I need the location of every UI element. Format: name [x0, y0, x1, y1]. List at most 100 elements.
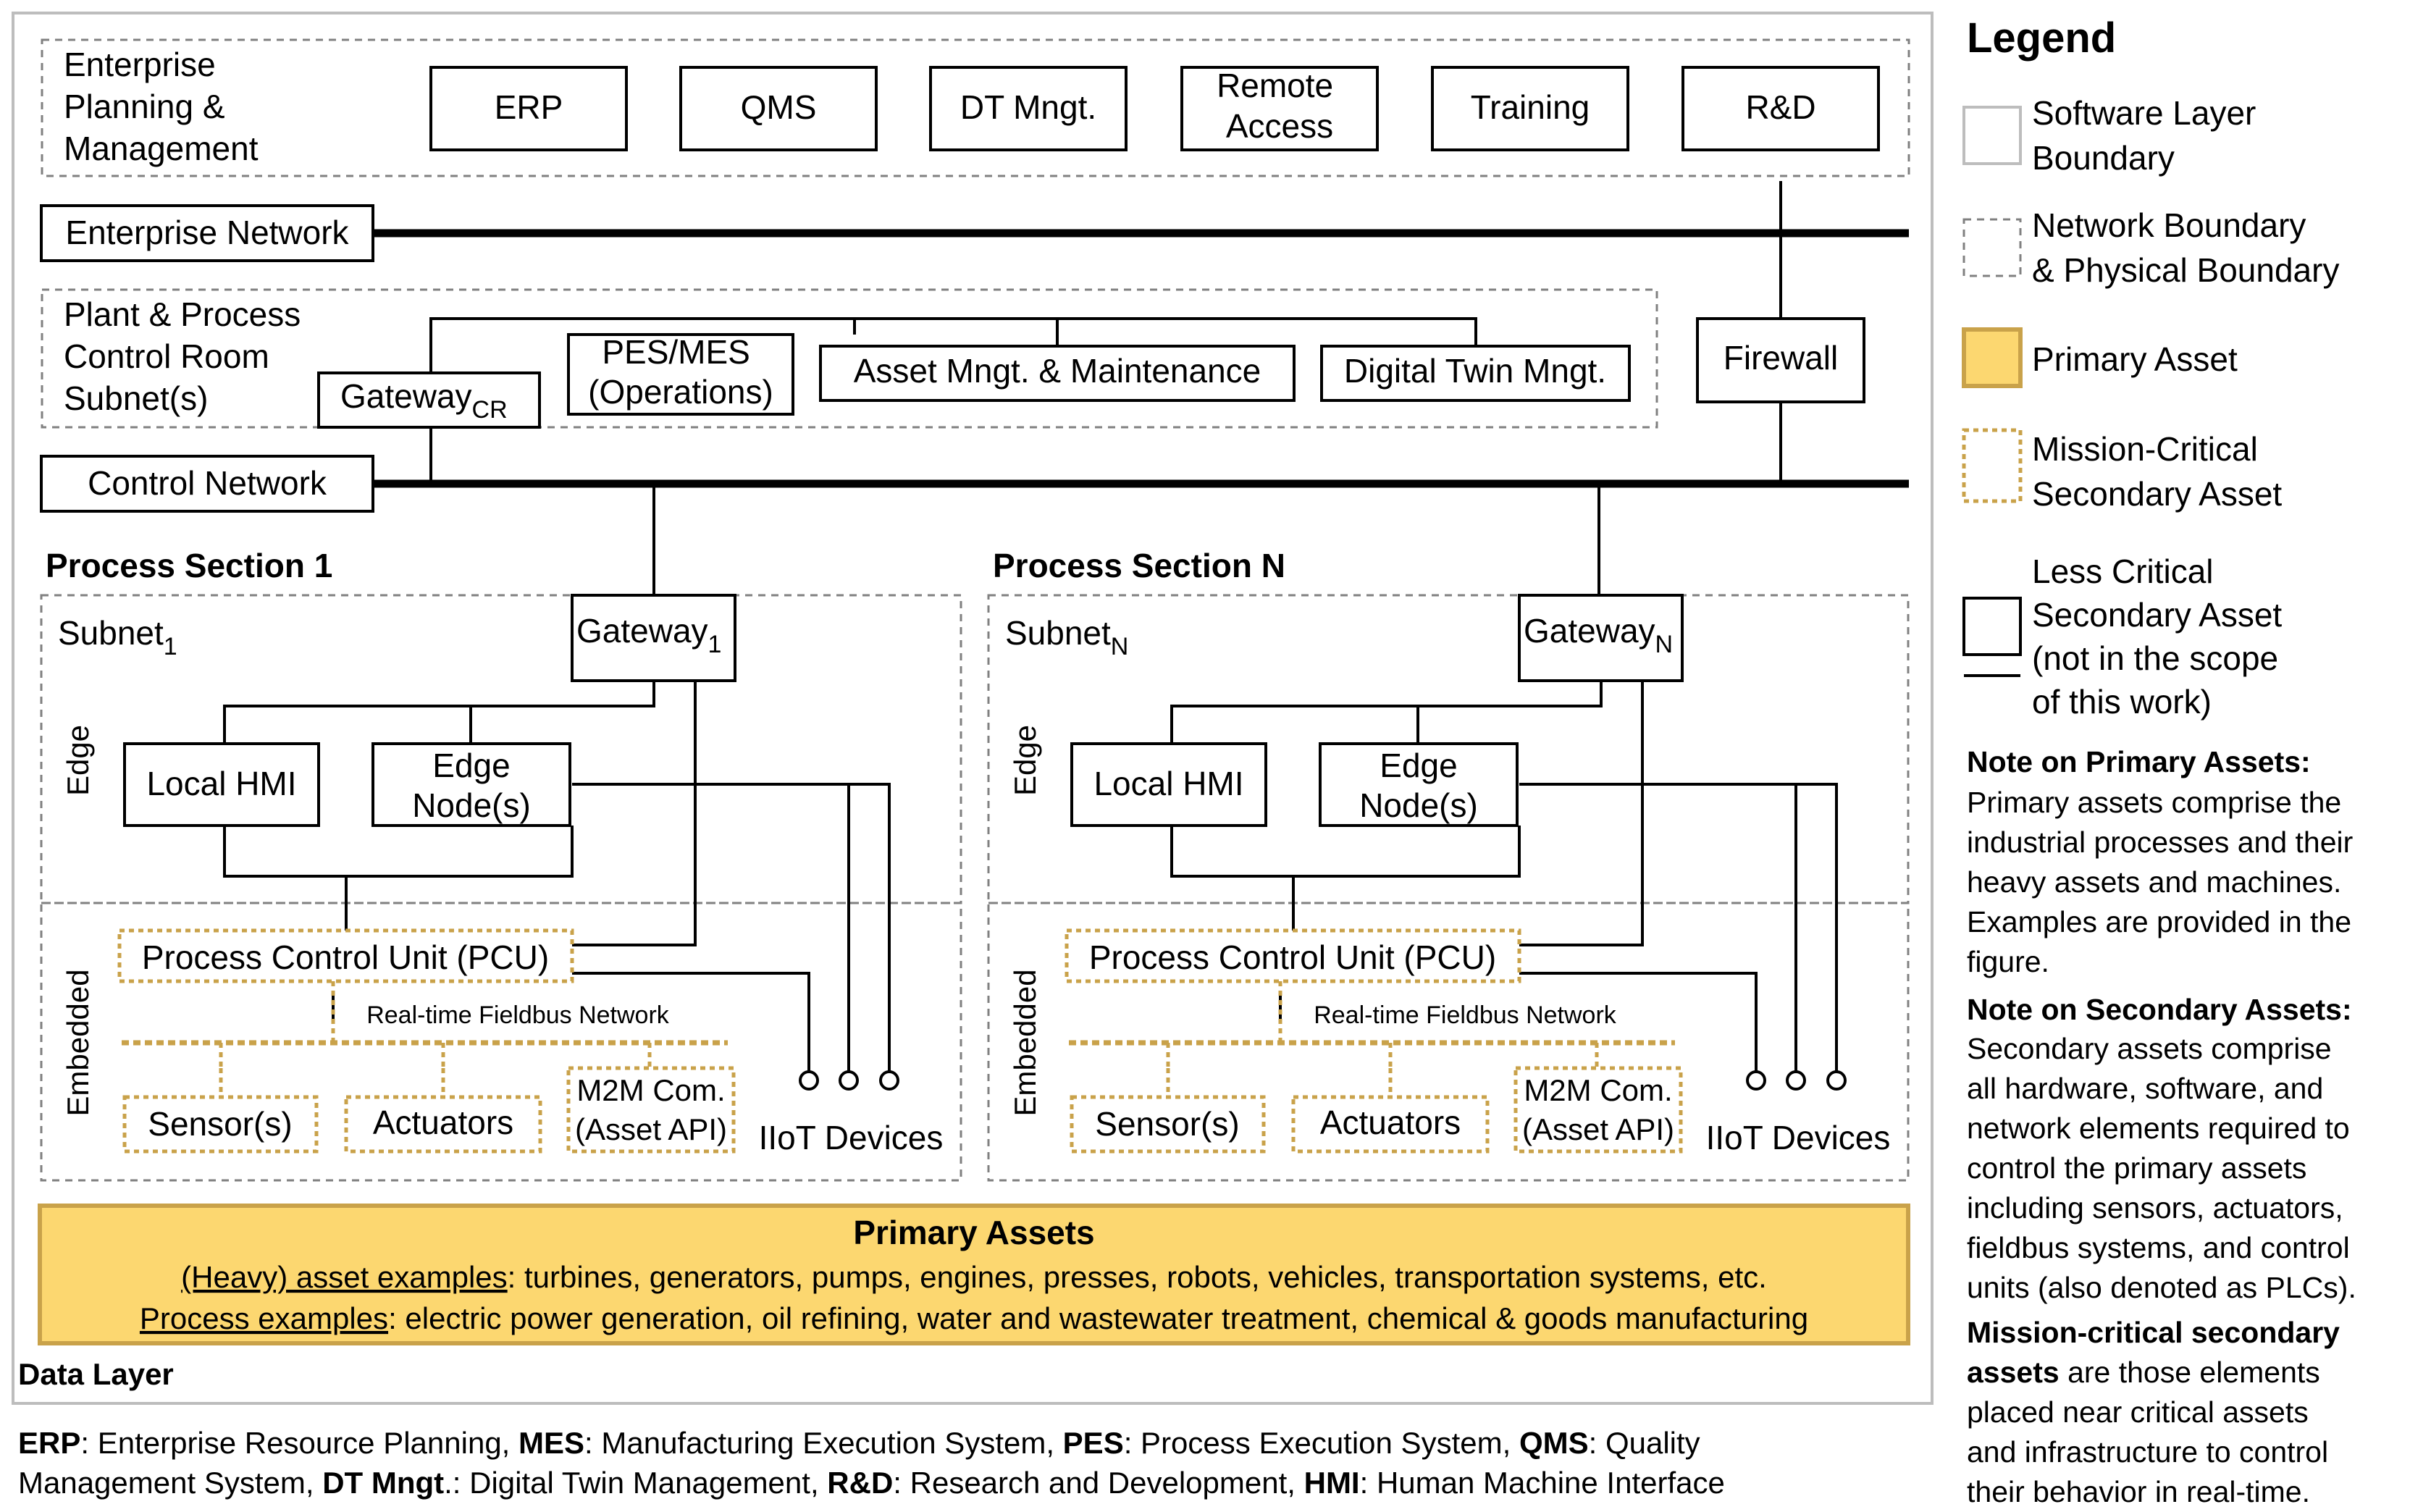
iiot-device-icon [1786, 1070, 1806, 1091]
legend-software-boundary-label: Software Layer Boundary [2032, 94, 2265, 177]
note-mission-critical: Mission-critical secondary assets are th… [1967, 1316, 2348, 1508]
gateway-cr-label: GatewayCR [340, 377, 508, 424]
edge-label: Edge [1008, 725, 1042, 796]
legend-mission-critical-swatch [1962, 428, 2023, 503]
remote-access-label: Remote Access [1217, 67, 1343, 145]
iiot-device-icon [799, 1070, 819, 1091]
embedded-boundary [987, 902, 1910, 1182]
firewall-label: Firewall [1723, 339, 1838, 377]
pcu-label: Process Control Unit (PCU) [1089, 938, 1496, 976]
training-box [1431, 66, 1629, 151]
enterprise-boundary [41, 38, 1910, 177]
enterprise-network-box [40, 204, 374, 262]
legend-network-boundary-swatch [1962, 218, 2022, 277]
asset-mngt-label: Asset Mngt. & Maintenance [854, 352, 1261, 390]
process-section-title: Process Section N [993, 547, 1285, 584]
local-hmi-box [1070, 742, 1267, 827]
m2m-box [1513, 1066, 1683, 1154]
control-network-box [40, 455, 374, 513]
pcu-box [1065, 928, 1521, 983]
section-link-7 [1519, 972, 1758, 1072]
qms-box [679, 66, 878, 151]
iiot-device-icon [839, 1070, 859, 1091]
rnd-label: R&D [1745, 88, 1815, 126]
gateway-label: GatewayN [1524, 612, 1673, 658]
subnet-label: SubnetN [1005, 614, 1128, 660]
enterprise-label: Enterprise Planning & Management [64, 46, 259, 167]
iiot-devices-label: IIoT Devices [1706, 1119, 1891, 1156]
note-primary-text: Primary assets comprise the industrial p… [1967, 786, 2361, 978]
pes-mes-label: PES/MES (Operations) [588, 333, 773, 411]
section-link-4 [1519, 681, 1644, 946]
qms-label: QMS [741, 88, 817, 126]
fieldbus-label: Real-time Fieldbus Network [366, 1001, 670, 1029]
asset-mngt-box [819, 345, 1296, 402]
abbreviations-line-2: Management System, DT Mngt.: Digital Twi… [18, 1466, 1725, 1500]
digital-twin-label: Digital Twin Mngt. [1344, 352, 1606, 390]
sensors-box [122, 1095, 319, 1154]
m2m-label: M2M Com.(Asset API) [575, 1073, 727, 1146]
section-link-7 [572, 972, 810, 1072]
plant-control-room-boundary [41, 288, 1658, 429]
m2m-box [566, 1066, 736, 1154]
local-hmi-box [123, 742, 320, 827]
local-hmi-label: Local HMI [1093, 765, 1243, 802]
sensors-label: Sensor(s) [148, 1105, 292, 1143]
m2m-label: M2M Com.(Asset API) [1522, 1073, 1674, 1146]
note-secondary-text: Secondary assets comprise all hardware, … [1967, 1032, 2358, 1304]
section-link-0 [1170, 681, 1603, 744]
gateway-box [1518, 594, 1684, 682]
heavy-asset-examples: (Heavy) asset examples: turbines, genera… [181, 1260, 1767, 1294]
note-secondary-title: Note on Secondary Assets: [1967, 993, 2352, 1026]
digital-twin-box [1320, 345, 1631, 402]
fieldbus-label: Real-time Fieldbus Network [1314, 1001, 1617, 1029]
abbreviations-line-1: ERP: Enterprise Resource Planning, MES: … [18, 1426, 1700, 1460]
note-primary-title: Note on Primary Assets: [1967, 745, 2311, 778]
dt-mngt-box [929, 66, 1128, 151]
software-layer-boundary [12, 12, 1934, 1405]
primary-assets-title: Primary Assets [853, 1214, 1094, 1251]
gateway-label: Gateway1 [576, 612, 721, 658]
section-link-5 [572, 783, 891, 1072]
process-section-title: Process Section 1 [46, 547, 332, 584]
legend-mission-critical-label: Mission-Critical Secondary Asset [2032, 430, 2282, 513]
legend-less-critical-label: Less Critical Secondary Asset (not in th… [2032, 553, 2291, 721]
section-link-0 [223, 681, 655, 744]
section-link-2 [223, 826, 574, 878]
section-link-4 [572, 681, 697, 946]
rnd-box [1681, 66, 1880, 151]
sensors-label: Sensor(s) [1095, 1105, 1239, 1143]
actuators-box [344, 1095, 542, 1154]
embedded-label: Embedded [1008, 969, 1042, 1116]
local-hmi-label: Local HMI [146, 765, 296, 802]
edge-node-box [1319, 742, 1519, 827]
pes-mes-box [567, 333, 794, 416]
process-section-1: Process Section 1Subnet1EdgeEmbeddedGate… [40, 547, 962, 1182]
pcu-box [117, 928, 574, 983]
edge-node-box [371, 742, 571, 827]
edge-label: Edge [61, 725, 95, 796]
actuators-label: Actuators [1320, 1104, 1461, 1141]
control-network-label: Control Network [88, 464, 327, 502]
section-link-5 [1519, 783, 1838, 1072]
training-label: Training [1471, 88, 1590, 126]
iiot-device-icon [1826, 1070, 1847, 1091]
legend-network-boundary-label: Network Boundary & Physical Boundary [2032, 206, 2339, 289]
legend-software-boundary-swatch [1962, 106, 2022, 165]
erp-label: ERP [495, 88, 563, 126]
subnet-label: Subnet1 [58, 614, 177, 660]
section-link-2 [1170, 826, 1521, 878]
iiot-devices-label: IIoT Devices [759, 1119, 944, 1156]
iiot-device-icon [879, 1070, 899, 1091]
firewall-box [1696, 317, 1865, 403]
gateway-box [571, 594, 736, 682]
pcu-label: Process Control Unit (PCU) [142, 938, 549, 976]
legend-primary-asset-label: Primary Asset [2032, 340, 2238, 378]
process-examples: Process examples: electric power generat… [140, 1301, 1808, 1335]
legend-title: Legend [1967, 14, 2116, 62]
